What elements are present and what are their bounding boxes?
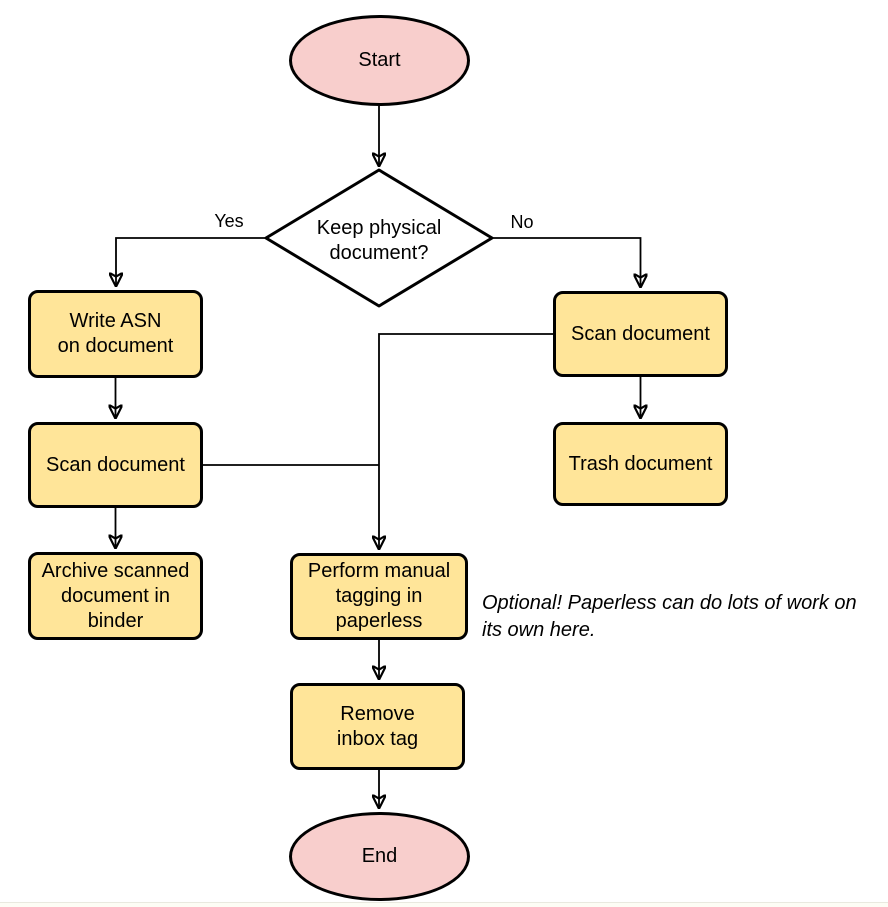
trash-node: Trash document [553, 422, 728, 506]
scan-document-right-label: Scan document [571, 322, 710, 345]
scan-document-left-node: Scan document [28, 422, 203, 508]
tagging-label: Perform manual tagging in paperless [307, 560, 451, 632]
scan-document-right-node: Scan document [553, 291, 728, 377]
write-asn-label: Write ASN on document [57, 310, 174, 357]
scan-document-left-label: Scan document [46, 453, 185, 476]
edge-label-yes: Yes [214, 211, 244, 231]
edge-decision-yes [116, 237, 266, 285]
edge-label-no: No [510, 212, 534, 232]
start-label: Start [358, 49, 401, 71]
write-asn-node: Write ASN on document [28, 290, 203, 378]
edge-scanright-to-tagging [379, 333, 553, 548]
edge-decision-no [492, 237, 641, 286]
archive-label: Archive scanned document in binder [41, 559, 190, 632]
end-label: End [361, 845, 398, 867]
end-node: End [289, 812, 470, 901]
archive-node: Archive scanned document in binder [28, 552, 203, 640]
optional-annotation: Optional! Paperless can do lots of work … [482, 592, 857, 641]
remove-inbox-node: Remove inbox tag [290, 683, 465, 770]
bottom-edge-strip [0, 902, 888, 907]
start-node: Start [289, 15, 470, 106]
decision-label: Keep physical document? [316, 217, 442, 264]
tagging-node: Perform manual tagging in paperless [290, 553, 468, 640]
trash-label: Trash document [568, 452, 713, 475]
remove-inbox-label: Remove inbox tag [336, 702, 419, 750]
